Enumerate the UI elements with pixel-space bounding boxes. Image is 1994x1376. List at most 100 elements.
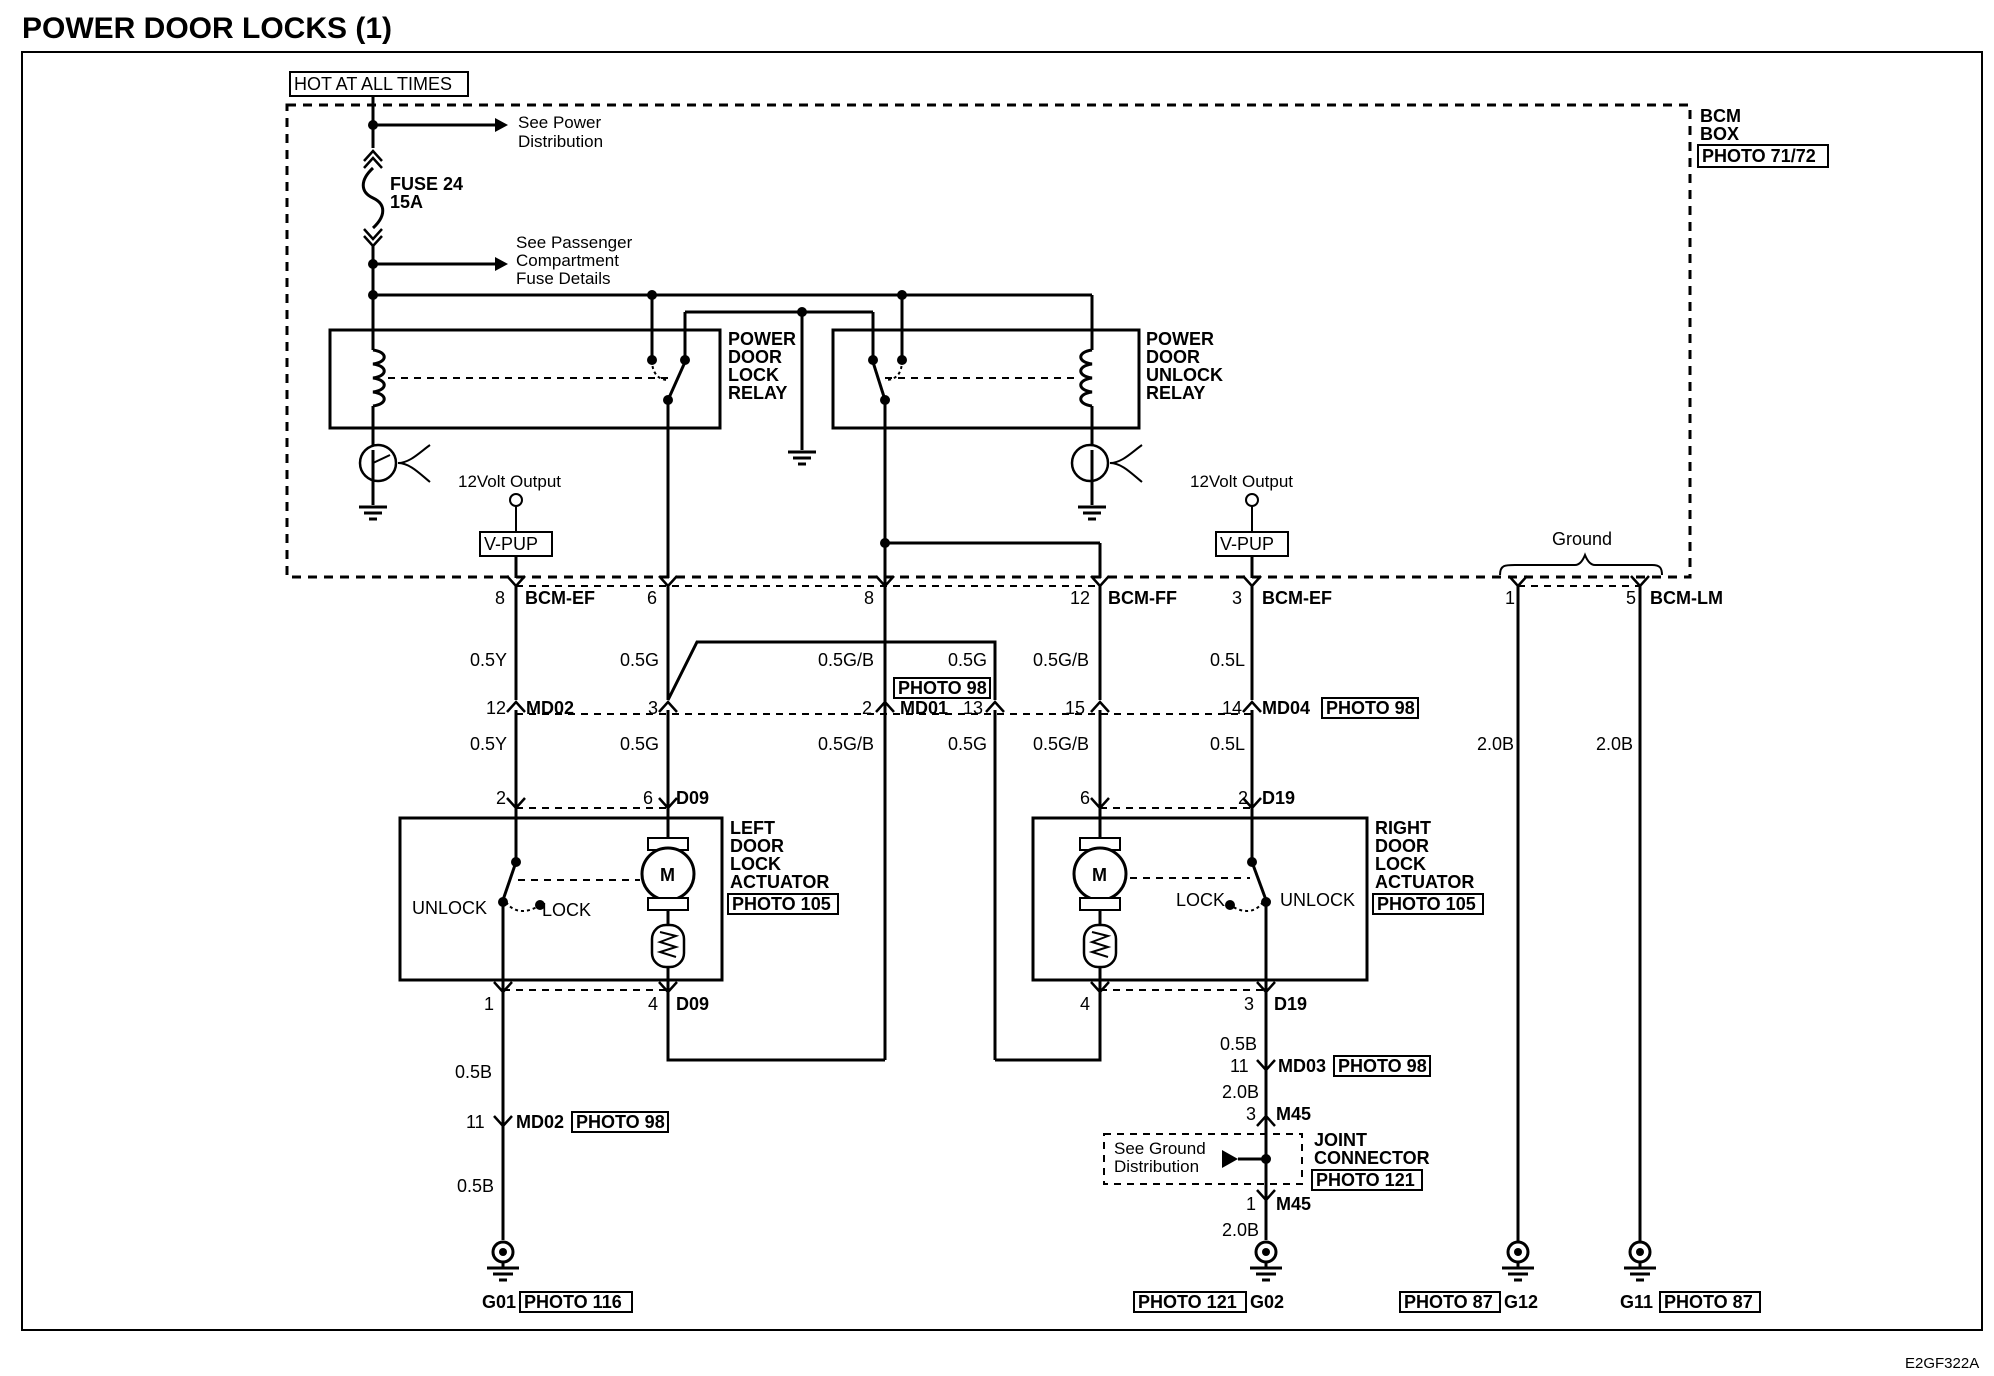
pin-d19-2: 2 — [1238, 788, 1248, 808]
lock-relay-label-1: POWER — [728, 329, 796, 349]
page-title: POWER DOOR LOCKS (1) — [22, 12, 392, 45]
left-actuator-label-4: ACTUATOR — [730, 872, 829, 892]
md02-lower-photo-tag — [571, 1111, 669, 1133]
wire-label-0-5b-left-lower: 0.5B — [457, 1176, 494, 1196]
md04-photo-label: PHOTO 98 — [1326, 698, 1415, 718]
bcm-photo-tag — [1697, 144, 1829, 168]
g12-photo-tag — [1399, 1291, 1501, 1313]
ground-label: Ground — [1552, 529, 1612, 549]
ground-g02-label: G02 — [1250, 1292, 1284, 1312]
joint-photo-tag — [1311, 1169, 1423, 1191]
md02-lower-photo-label: PHOTO 98 — [576, 1112, 665, 1132]
left-actuator-photo-label: PHOTO 105 — [732, 894, 831, 914]
pin-d09-2: 2 — [496, 788, 506, 808]
see-power-label-2: Distribution — [518, 132, 603, 151]
unlock-relay-label-2: DOOR — [1146, 347, 1200, 367]
left-actuator-label-2: DOOR — [730, 836, 784, 856]
see-passenger-label: See Passenger — [516, 233, 633, 252]
bcm-box-label-2: BOX — [1700, 124, 1739, 144]
vpup-left-label: V-PUP — [484, 534, 538, 554]
bcm-photo-label: PHOTO 71/72 — [1702, 146, 1816, 166]
left-ptc-icon — [650, 923, 686, 969]
md03-photo-tag — [1333, 1055, 1431, 1077]
bcm-box-outline — [285, 103, 1692, 579]
connector-md02-lower: MD02 — [516, 1112, 564, 1132]
right-motor-icon: M — [1072, 846, 1128, 902]
lock-driver-transistor-icon — [357, 443, 431, 521]
pin-md01-2: 2 — [862, 698, 872, 718]
g11-photo-label: PHOTO 87 — [1664, 1292, 1753, 1312]
pin-d19-6: 6 — [1080, 788, 1090, 808]
connector-bcm-lm: BCM-LM — [1650, 588, 1723, 608]
lock-relay-box — [328, 328, 722, 430]
g02-photo-tag — [1133, 1291, 1247, 1313]
pin-m45-1: 1 — [1246, 1194, 1256, 1214]
right-lock-label: LOCK — [1176, 890, 1225, 910]
vpup-right-tag — [1215, 531, 1289, 557]
ground-g11-label: G11 — [1620, 1292, 1653, 1312]
g01-photo-tag — [519, 1291, 633, 1313]
wire-label-0-5g-mid-upper: 0.5G — [948, 650, 987, 670]
figure-code: E2GF322A — [1905, 1355, 1979, 1372]
pin-d19-3: 3 — [1244, 994, 1254, 1014]
right-actuator-label-3: LOCK — [1375, 854, 1426, 874]
connector-bcm-ef-2: BCM-EF — [1262, 588, 1332, 608]
wire-label-0-5gb-upper: 0.5G/B — [818, 650, 874, 670]
wire-label-0-5l-lower: 0.5L — [1210, 734, 1245, 754]
fuse-name: FUSE 24 — [390, 174, 463, 194]
pin-d09-6: 6 — [643, 788, 653, 808]
diagram-frame — [21, 51, 1983, 1331]
see-passenger-label-2: Compartment — [516, 251, 619, 270]
g11-photo-tag — [1659, 1291, 1761, 1313]
pin-bcm-ff-12: 12 — [1070, 588, 1090, 608]
left-actuator-photo-tag — [727, 893, 839, 915]
connector-d09-top: D09 — [676, 788, 709, 808]
left-unlock-label: UNLOCK — [412, 898, 487, 918]
md04-photo-tag — [1321, 697, 1419, 719]
pin-bcm-1: 1 — [1505, 588, 1515, 608]
pin-bcm-8: 8 — [864, 588, 874, 608]
right-actuator-label-4: ACTUATOR — [1375, 872, 1474, 892]
connector-m45-top: M45 — [1276, 1104, 1311, 1124]
pin-md02-11: 11 — [466, 1112, 485, 1132]
pin-md02-12: 12 — [486, 698, 506, 718]
left-actuator-label-3: LOCK — [730, 854, 781, 874]
unlock-relay-label-4: RELAY — [1146, 383, 1205, 403]
left-motor-icon: M — [640, 846, 696, 902]
lock-relay-label-3: LOCK — [728, 365, 779, 385]
pin-md01-13: 13 — [963, 698, 983, 718]
hot-at-all-times-label: HOT AT ALL TIMES — [294, 74, 452, 94]
right-actuator-photo-tag — [1372, 893, 1484, 915]
wire-label-2-0b-right-upper: 2.0B — [1222, 1082, 1259, 1102]
pin-m45-3: 3 — [1246, 1104, 1256, 1124]
ground-g12-label: G12 — [1504, 1292, 1538, 1312]
pin-d09-4: 4 — [648, 994, 658, 1014]
pin-md03-11: 11 — [1230, 1056, 1249, 1076]
wire-label-0-5g-lower: 0.5G — [620, 734, 659, 754]
lock-relay-label-2: DOOR — [728, 347, 782, 367]
wire-label-ground-1: 2.0B — [1477, 734, 1514, 754]
left-actuator-box — [398, 816, 724, 982]
right-actuator-photo-label: PHOTO 105 — [1377, 894, 1476, 914]
pin-bcm-3: 3 — [1232, 588, 1242, 608]
left-lock-label: LOCK — [542, 900, 591, 920]
joint-connector-label-2: CONNECTOR — [1314, 1148, 1430, 1168]
left-actuator-label-1: LEFT — [730, 818, 775, 838]
connector-d19-bottom: D19 — [1274, 994, 1307, 1014]
pin-d09-1: 1 — [484, 994, 494, 1014]
md01-photo-label: PHOTO 98 — [898, 678, 987, 698]
md03-photo-label: PHOTO 98 — [1338, 1056, 1427, 1076]
right-unlock-label: UNLOCK — [1280, 890, 1355, 910]
see-passenger-label-3: Fuse Details — [516, 269, 610, 288]
g01-photo-label: PHOTO 116 — [524, 1292, 622, 1312]
connector-bcm-ef: BCM-EF — [525, 588, 595, 608]
wire-label-0-5y-lower: 0.5Y — [470, 734, 507, 754]
left-motor-label: M — [660, 865, 675, 885]
md01-photo-tag — [893, 677, 991, 699]
pin-d19-4: 4 — [1080, 994, 1090, 1014]
wire-label-0-5y-upper: 0.5Y — [470, 650, 507, 670]
pin-bcm-ef-8: 8 — [495, 588, 505, 608]
hot-at-all-times-tag — [289, 71, 469, 97]
pin-md04-14: 14 — [1222, 698, 1242, 718]
